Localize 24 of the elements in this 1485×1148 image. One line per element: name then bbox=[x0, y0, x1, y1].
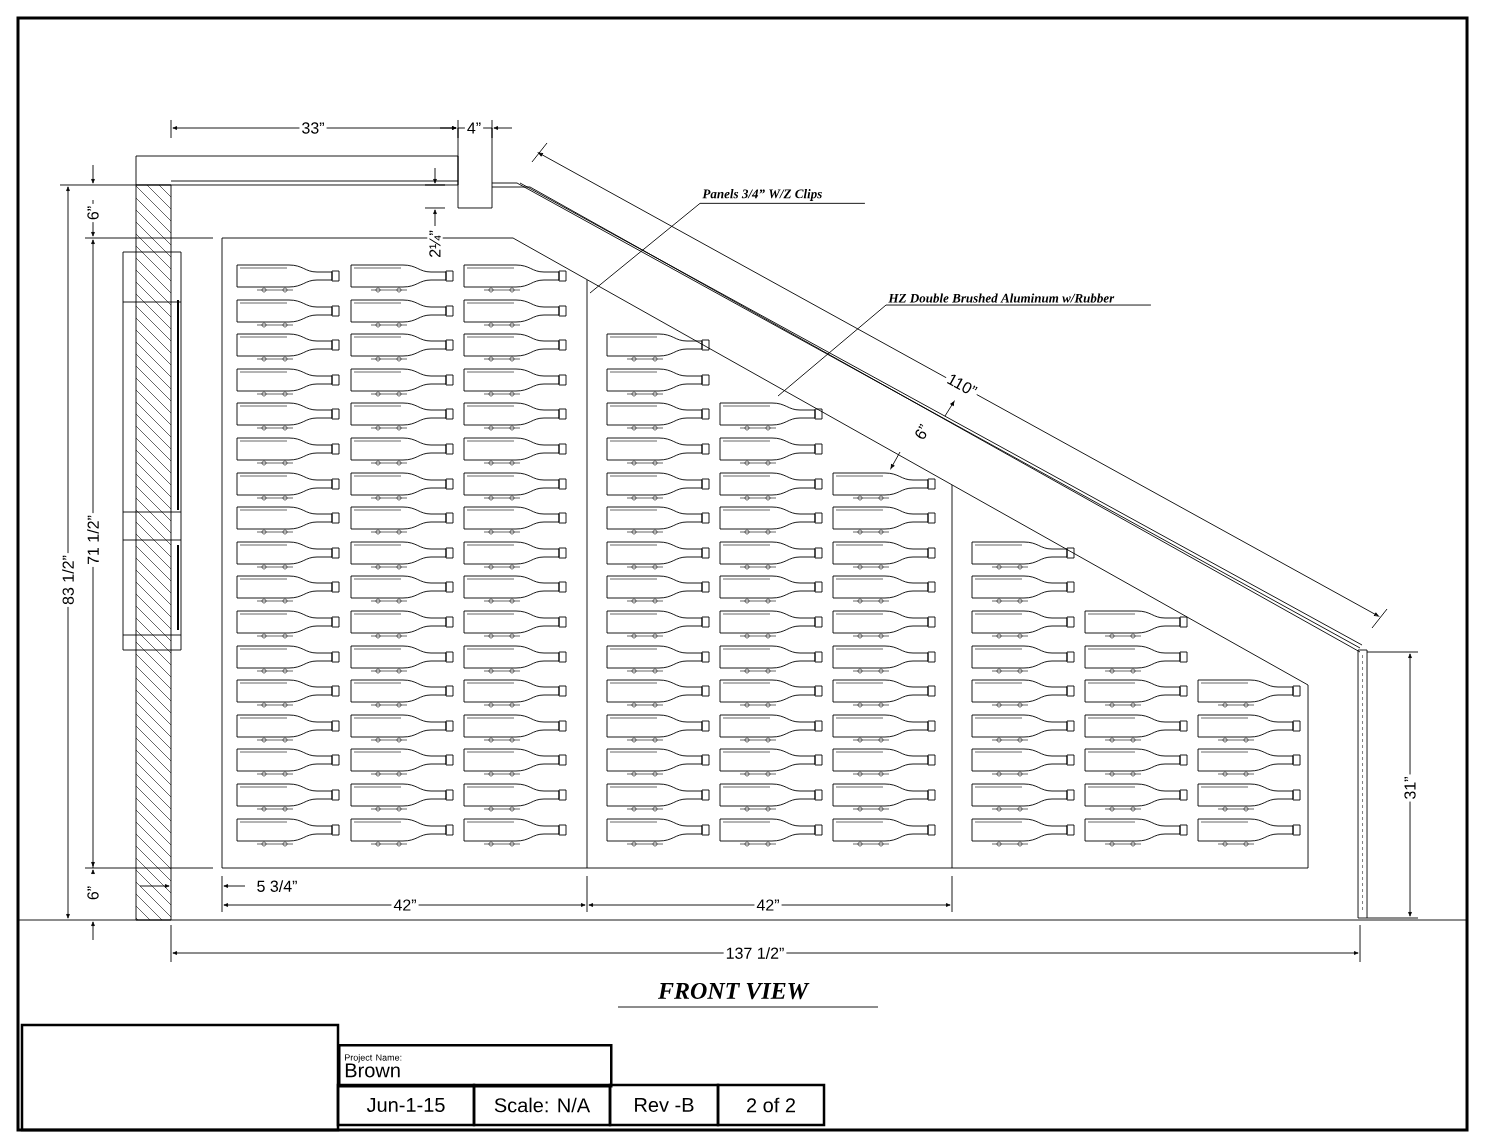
title-block-cell: 2 of 2 bbox=[716, 1083, 826, 1127]
dimension-label: 2¼” bbox=[427, 228, 443, 260]
dimension-label: 83 1/2” bbox=[60, 553, 76, 607]
dimension-label: 42” bbox=[391, 897, 419, 913]
dimension-label: 42” bbox=[754, 897, 782, 913]
title-block-cell: Project Name: Brown bbox=[338, 1044, 613, 1088]
leader-line bbox=[777, 304, 1152, 397]
dimension-label: 71 1/2” bbox=[85, 513, 101, 567]
dimension-label: 4” bbox=[464, 120, 484, 136]
dimension-label: 33” bbox=[299, 120, 327, 136]
callout-text: HZ Double Brushed Aluminum w/Rubber bbox=[888, 293, 1115, 303]
title-block-cell: Rev -B bbox=[608, 1083, 720, 1127]
dimension-label: 6” bbox=[910, 420, 934, 444]
dimension-label: 6” bbox=[85, 883, 101, 903]
view-title: FRONT VIEW bbox=[658, 982, 810, 1000]
dimension-label: 5 3/4” bbox=[254, 878, 300, 894]
leader-line bbox=[589, 202, 866, 294]
dimension-label: 31” bbox=[1402, 774, 1418, 802]
dimension-label: 6” bbox=[85, 203, 101, 223]
callout-text: Panels 3/4” W/Z Clips bbox=[702, 189, 822, 201]
title-block-cell: Scale: N/A bbox=[472, 1083, 612, 1127]
dimension-label: 110” bbox=[943, 369, 981, 401]
dimension-label: 137 1/2” bbox=[723, 945, 787, 961]
title-block-cell: Jun-1-15 bbox=[336, 1083, 476, 1127]
